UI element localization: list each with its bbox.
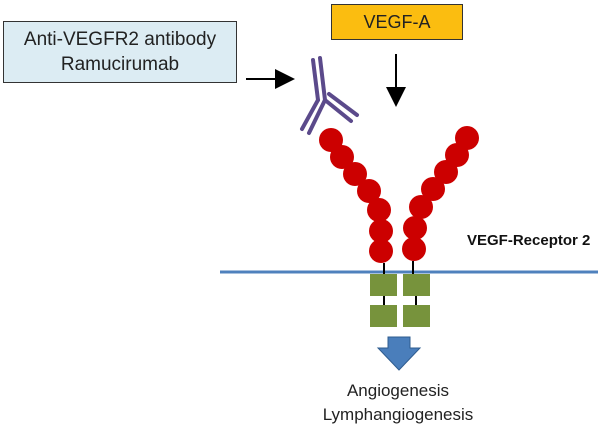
antibody-label-box: Anti-VEGFR2 antibody Ramucirumab xyxy=(3,21,237,83)
outcome-lymphangiogenesis: Lymphangiogenesis xyxy=(322,405,474,424)
vegf-a-label: VEGF-A xyxy=(363,11,431,32)
outcome-list: Angiogenesis Lymphangiogenesis xyxy=(298,379,498,427)
receptor-left-domains xyxy=(319,128,393,263)
outcome-angiogenesis: Angiogenesis xyxy=(346,381,450,400)
antibody-icon xyxy=(300,56,359,135)
receptor-right-domains xyxy=(402,126,479,261)
antibody-line-1: Anti-VEGFR2 antibody xyxy=(23,29,217,50)
receptor-label: VEGF-Receptor 2 xyxy=(467,232,591,249)
signal-down-arrow xyxy=(376,336,422,371)
vegf-a-label-box: VEGF-A xyxy=(331,4,463,40)
kinase-domains xyxy=(370,274,430,327)
antibody-line-2: Ramucirumab xyxy=(60,54,180,75)
